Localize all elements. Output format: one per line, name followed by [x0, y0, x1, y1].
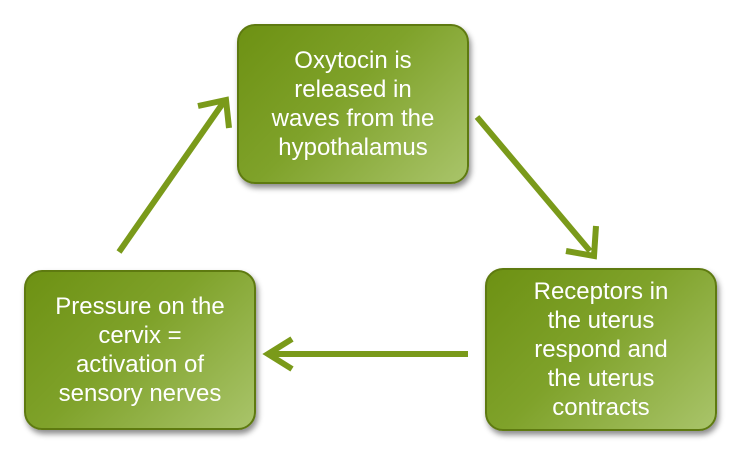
uterus-contracts-box: Receptors in the uterus respond and the … [485, 268, 717, 431]
text-line: contracts [552, 394, 650, 421]
text-line: Oxytocin is [294, 47, 412, 74]
cervix-pressure-text: Pressure on the cervix = activation of s… [55, 292, 224, 408]
arrow-right-to-left [262, 336, 468, 372]
text-line: cervix = [98, 322, 182, 349]
text-line: Pressure on the [55, 293, 225, 320]
arrow-left-to-top [116, 96, 232, 254]
text-line: the uterus [547, 365, 655, 392]
text-line: hypothalamus [278, 134, 428, 161]
text-line: sensory nerves [58, 380, 222, 407]
arrow-top-to-right [474, 115, 599, 260]
text-line: respond and [534, 336, 668, 363]
oxytocin-release-box: Oxytocin is released in waves from the h… [237, 24, 469, 184]
text-line: released in [294, 76, 412, 103]
cervix-pressure-box: Pressure on the cervix = activation of s… [24, 270, 256, 430]
oxytocin-release-text: Oxytocin is released in waves from the h… [272, 46, 435, 162]
text-line: the uterus [547, 307, 655, 334]
uterus-contracts-text: Receptors in the uterus respond and the … [534, 277, 669, 422]
text-line: Receptors in [533, 278, 669, 305]
text-line: waves from the [271, 105, 435, 132]
text-line: activation of [75, 351, 205, 378]
